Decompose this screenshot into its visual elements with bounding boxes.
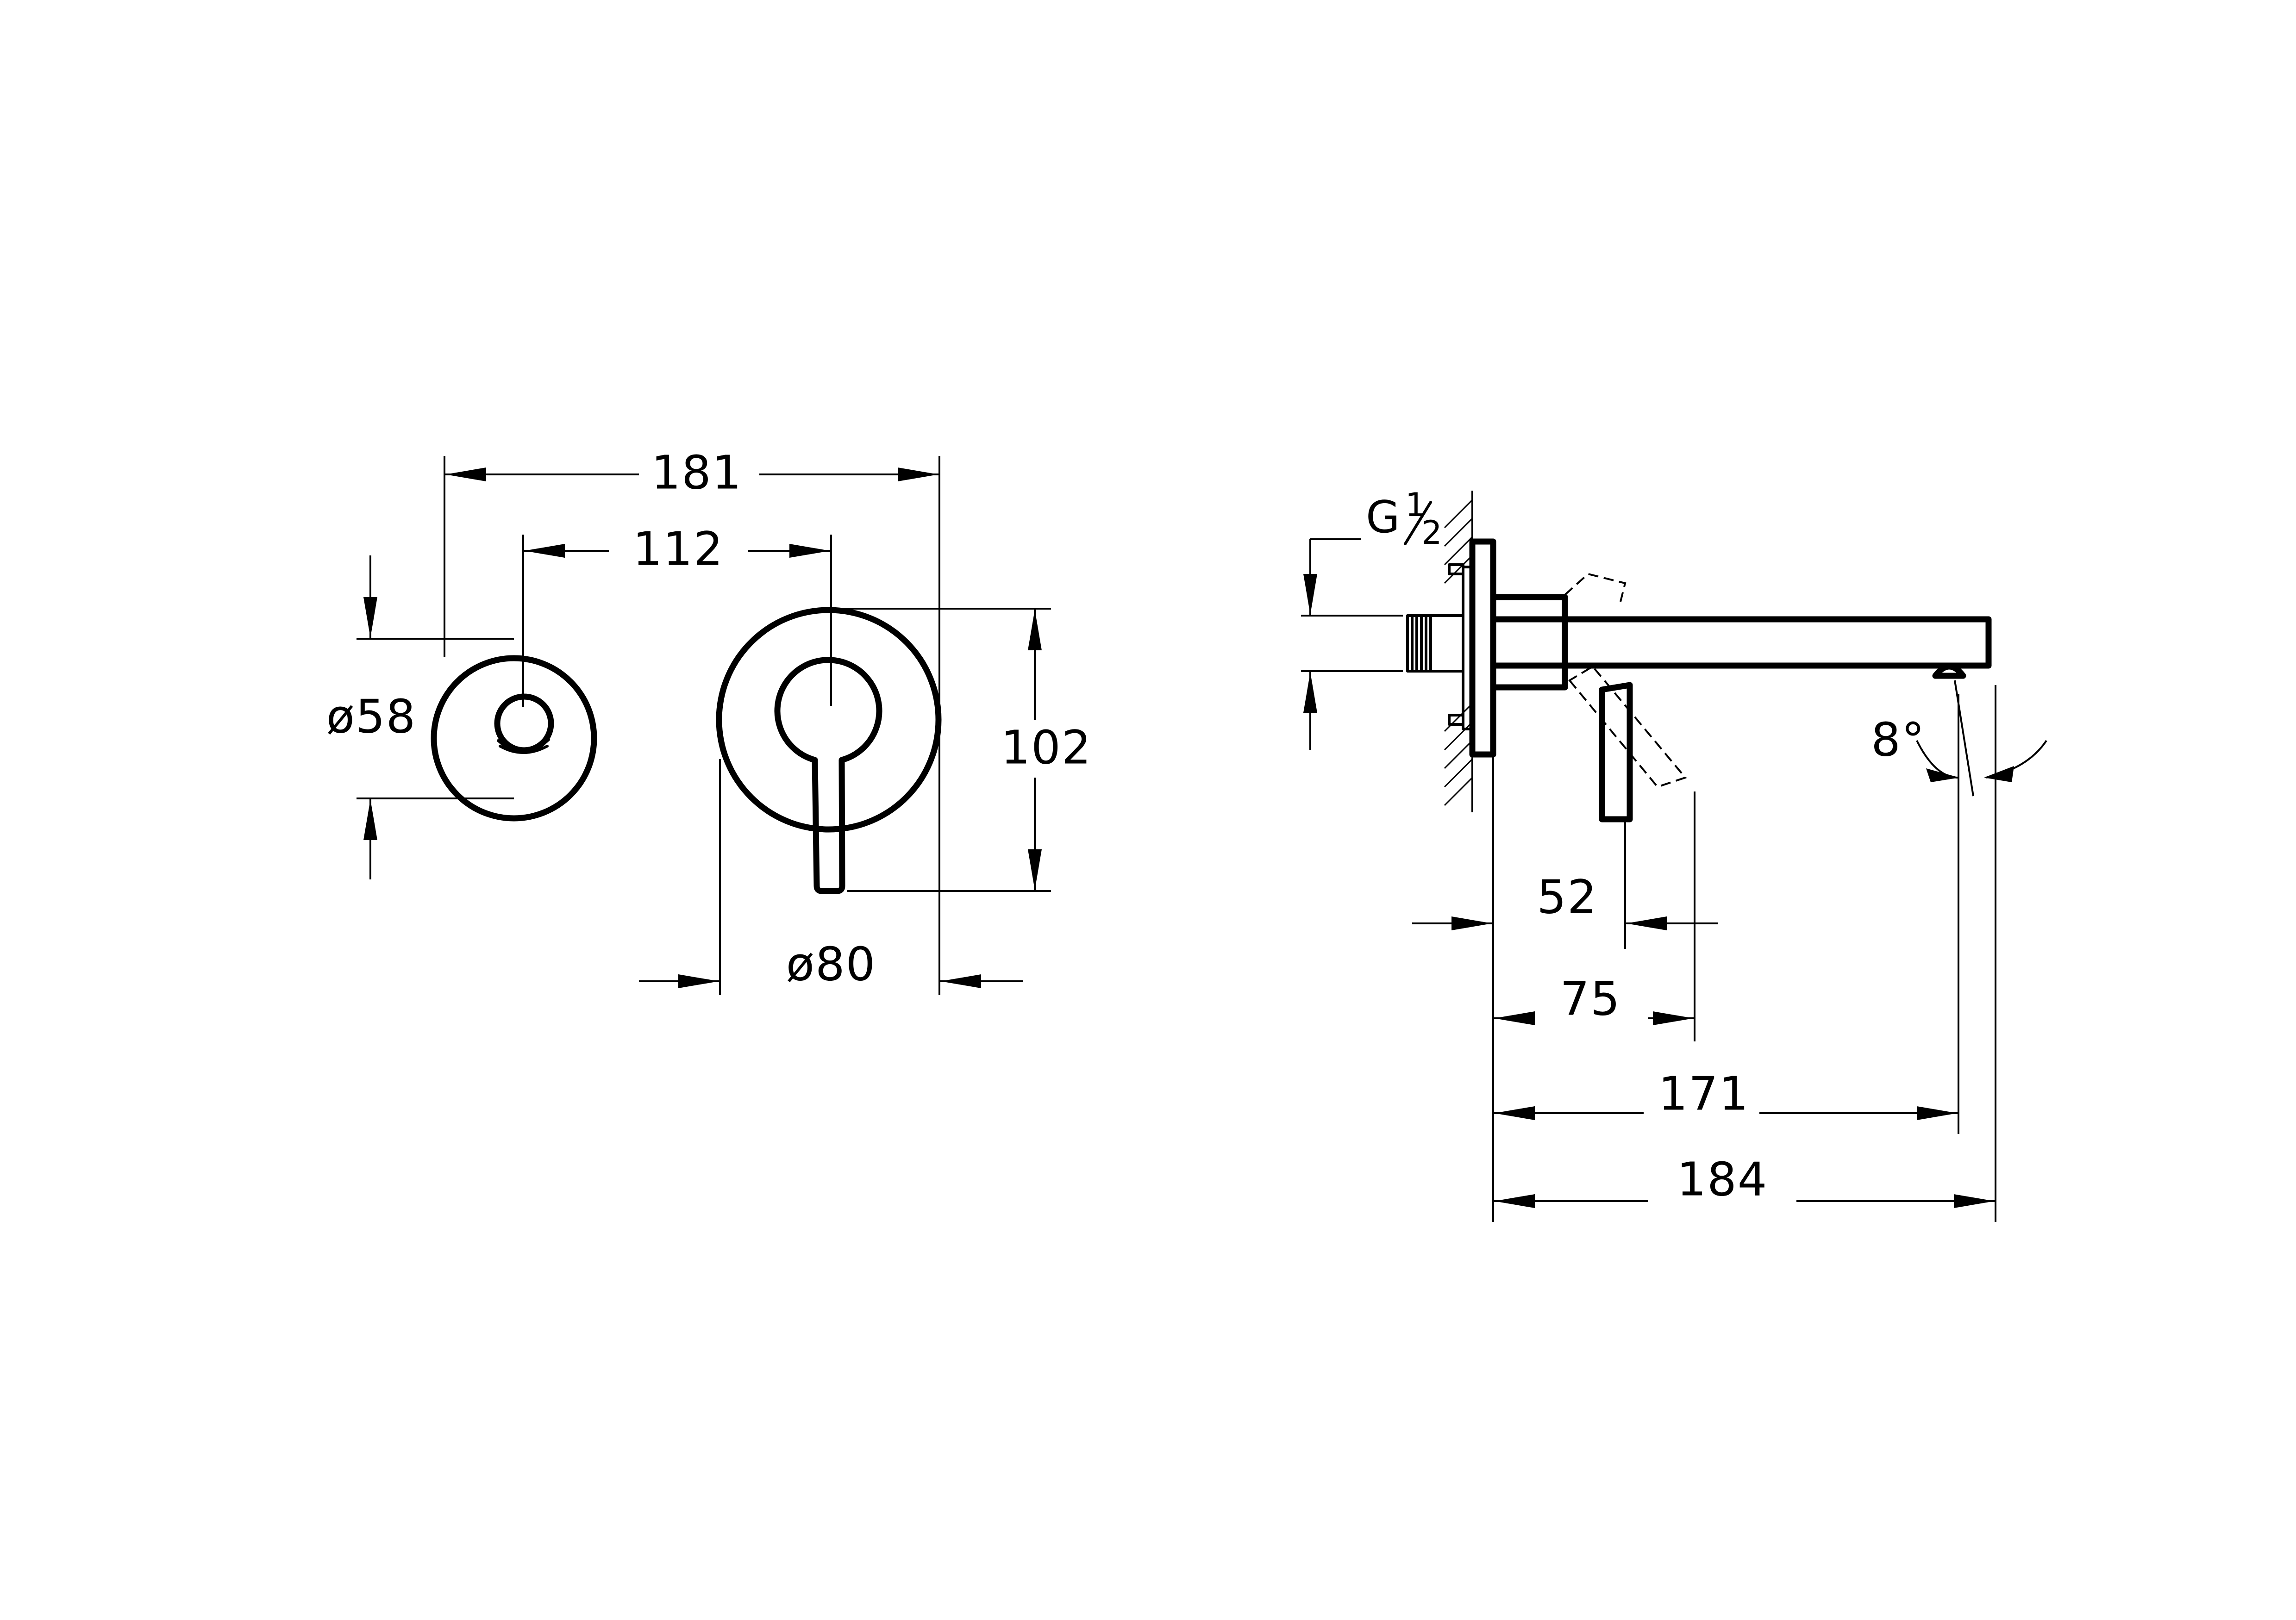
arrow [445, 467, 486, 481]
thread-label-den: 2 [1421, 514, 1442, 552]
lever-handle [774, 657, 882, 894]
arrow [1303, 672, 1317, 713]
angle-line [1954, 680, 1974, 797]
arrow [1626, 916, 1667, 930]
wall-hatching [1444, 491, 1473, 812]
arrow [678, 974, 719, 988]
arrow [1917, 1106, 1958, 1120]
arrow [1303, 574, 1317, 615]
arrow [1494, 1194, 1535, 1208]
arrow [1494, 1106, 1535, 1120]
arrow [363, 799, 377, 840]
thread-label-g: G [1366, 492, 1400, 543]
dim-label-80: ø80 [786, 937, 876, 991]
dim-label-75: 75 [1560, 972, 1620, 1026]
arrow [940, 974, 981, 988]
threaded-connector [1406, 614, 1464, 673]
dim-label-171: 171 [1658, 1066, 1750, 1121]
arrow [1984, 766, 2014, 782]
arrow [1653, 1011, 1694, 1025]
small-rosette [431, 655, 597, 822]
dim-label-181: 181 [651, 445, 743, 499]
arrow [1028, 610, 1042, 650]
arrow [1028, 849, 1042, 890]
dim-label-angle: 8° [1871, 712, 1926, 766]
mixer-body [1490, 594, 1568, 691]
dim-label-112: 112 [633, 522, 724, 576]
dim-label-52: 52 [1537, 870, 1597, 924]
spout-outlet [1932, 663, 1966, 679]
arrow [1451, 916, 1492, 930]
arrow [363, 597, 377, 638]
spout-body [1490, 616, 1992, 669]
bolt-top [1448, 563, 1464, 575]
bolt-bottom [1448, 714, 1464, 726]
arrow [1494, 1011, 1535, 1025]
lever-alt-top [1564, 573, 1627, 602]
large-rosette [716, 607, 942, 833]
arrow [898, 467, 938, 481]
front-view: 181 112 ø58 102 ø80 [326, 445, 1092, 995]
arrow [524, 544, 565, 558]
arrow [1926, 768, 1959, 782]
side-view: G 1 2 8° 52 75 [1301, 486, 2047, 1222]
side-lever [1599, 682, 1633, 822]
dim-label-58: ø58 [326, 689, 416, 743]
arrow [1954, 1194, 1995, 1208]
arrow [789, 544, 830, 558]
lever-alt-position [1568, 665, 1687, 788]
dim-label-184: 184 [1677, 1152, 1768, 1206]
spout-outlet-lip [497, 738, 550, 754]
thread-label-slash [1404, 501, 1432, 545]
mounting-plate [1469, 538, 1496, 758]
dim-label-102: 102 [1001, 720, 1092, 774]
